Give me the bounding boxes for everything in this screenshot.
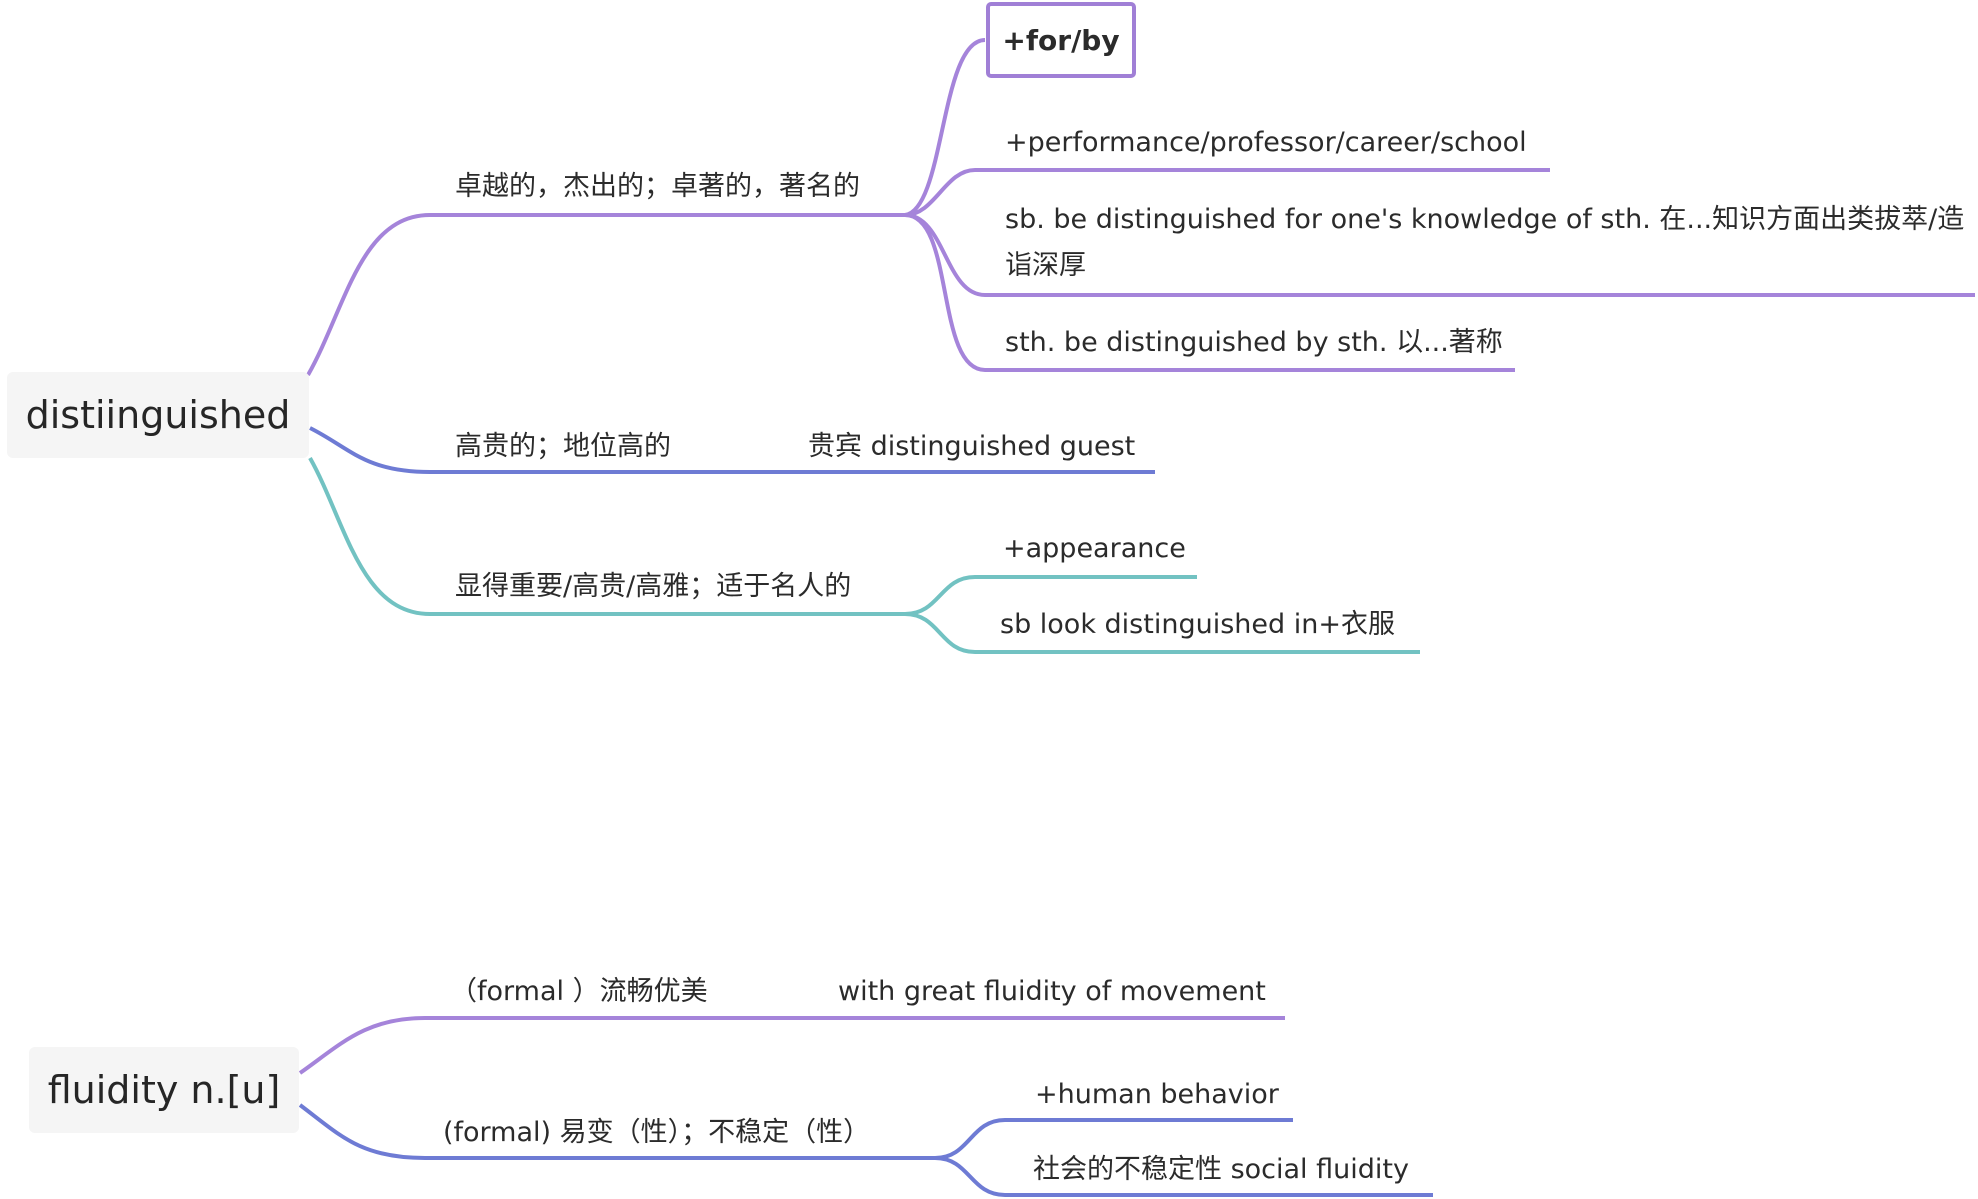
child-node-distinguished-by[interactable]: sth. be distinguished by sth. 以...著称 xyxy=(1005,327,1503,358)
branch-example-fluidity-movement[interactable]: with great fluidity of movement xyxy=(838,976,1266,1007)
connector-b1-child4 xyxy=(904,213,1515,372)
branch-example-distinguished-guest[interactable]: 贵宾 distinguished guest xyxy=(808,431,1136,462)
connector-b5-child2 xyxy=(934,1156,1433,1197)
branch-label-fluent-graceful[interactable]: （formal ）流畅优美 xyxy=(450,976,708,1007)
connector-b1-child1 xyxy=(904,38,986,217)
branch-label-noble[interactable]: 高贵的；地位高的 xyxy=(455,431,671,462)
connector-b5-child1 xyxy=(934,1118,1293,1160)
connector-root1-branch3 xyxy=(308,457,905,616)
connector-root2-branch2 xyxy=(298,1103,935,1160)
connector-root1-branch1 xyxy=(306,213,905,376)
root-node-distinguished[interactable]: distiinguished xyxy=(7,372,309,458)
child-node-knowledge[interactable]: sb. be distinguished for one's knowledge… xyxy=(1005,204,1965,281)
branch-label-excellent[interactable]: 卓越的，杰出的；卓著的，著名的 xyxy=(455,171,860,202)
child-node-performance[interactable]: +performance/professor/career/school xyxy=(1005,127,1527,158)
root-node-fluidity[interactable]: fluidity n.[u] xyxy=(29,1047,299,1133)
connector-b1-child2 xyxy=(904,168,1550,217)
connector-root1-branch2 xyxy=(309,426,1155,474)
connector-root2-branch1 xyxy=(298,1016,1285,1075)
child-node-appearance[interactable]: +appearance xyxy=(1003,533,1186,564)
connector-b3-child2 xyxy=(904,612,1420,654)
child-node-look-distinguished[interactable]: sb look distinguished in+衣服 xyxy=(1000,609,1395,640)
branch-label-changeable[interactable]: (formal) 易变（性）；不稳定（性） xyxy=(443,1117,871,1148)
root-node-label-fluidity: fluidity n.[u] xyxy=(47,1068,281,1112)
child-node-social-fluidity[interactable]: 社会的不稳定性 social fluidity xyxy=(1033,1154,1409,1185)
root-node-label: distiinguished xyxy=(25,393,291,437)
child-node-for-by[interactable]: +for/by xyxy=(986,2,1136,78)
connector-b3-child1 xyxy=(904,575,1197,616)
branch-label-look-important[interactable]: 显得重要/高贵/高雅；适于名人的 xyxy=(455,571,852,602)
child-label-for-by: +for/by xyxy=(1002,23,1120,57)
child-node-human-behavior[interactable]: +human behavior xyxy=(1035,1079,1279,1110)
